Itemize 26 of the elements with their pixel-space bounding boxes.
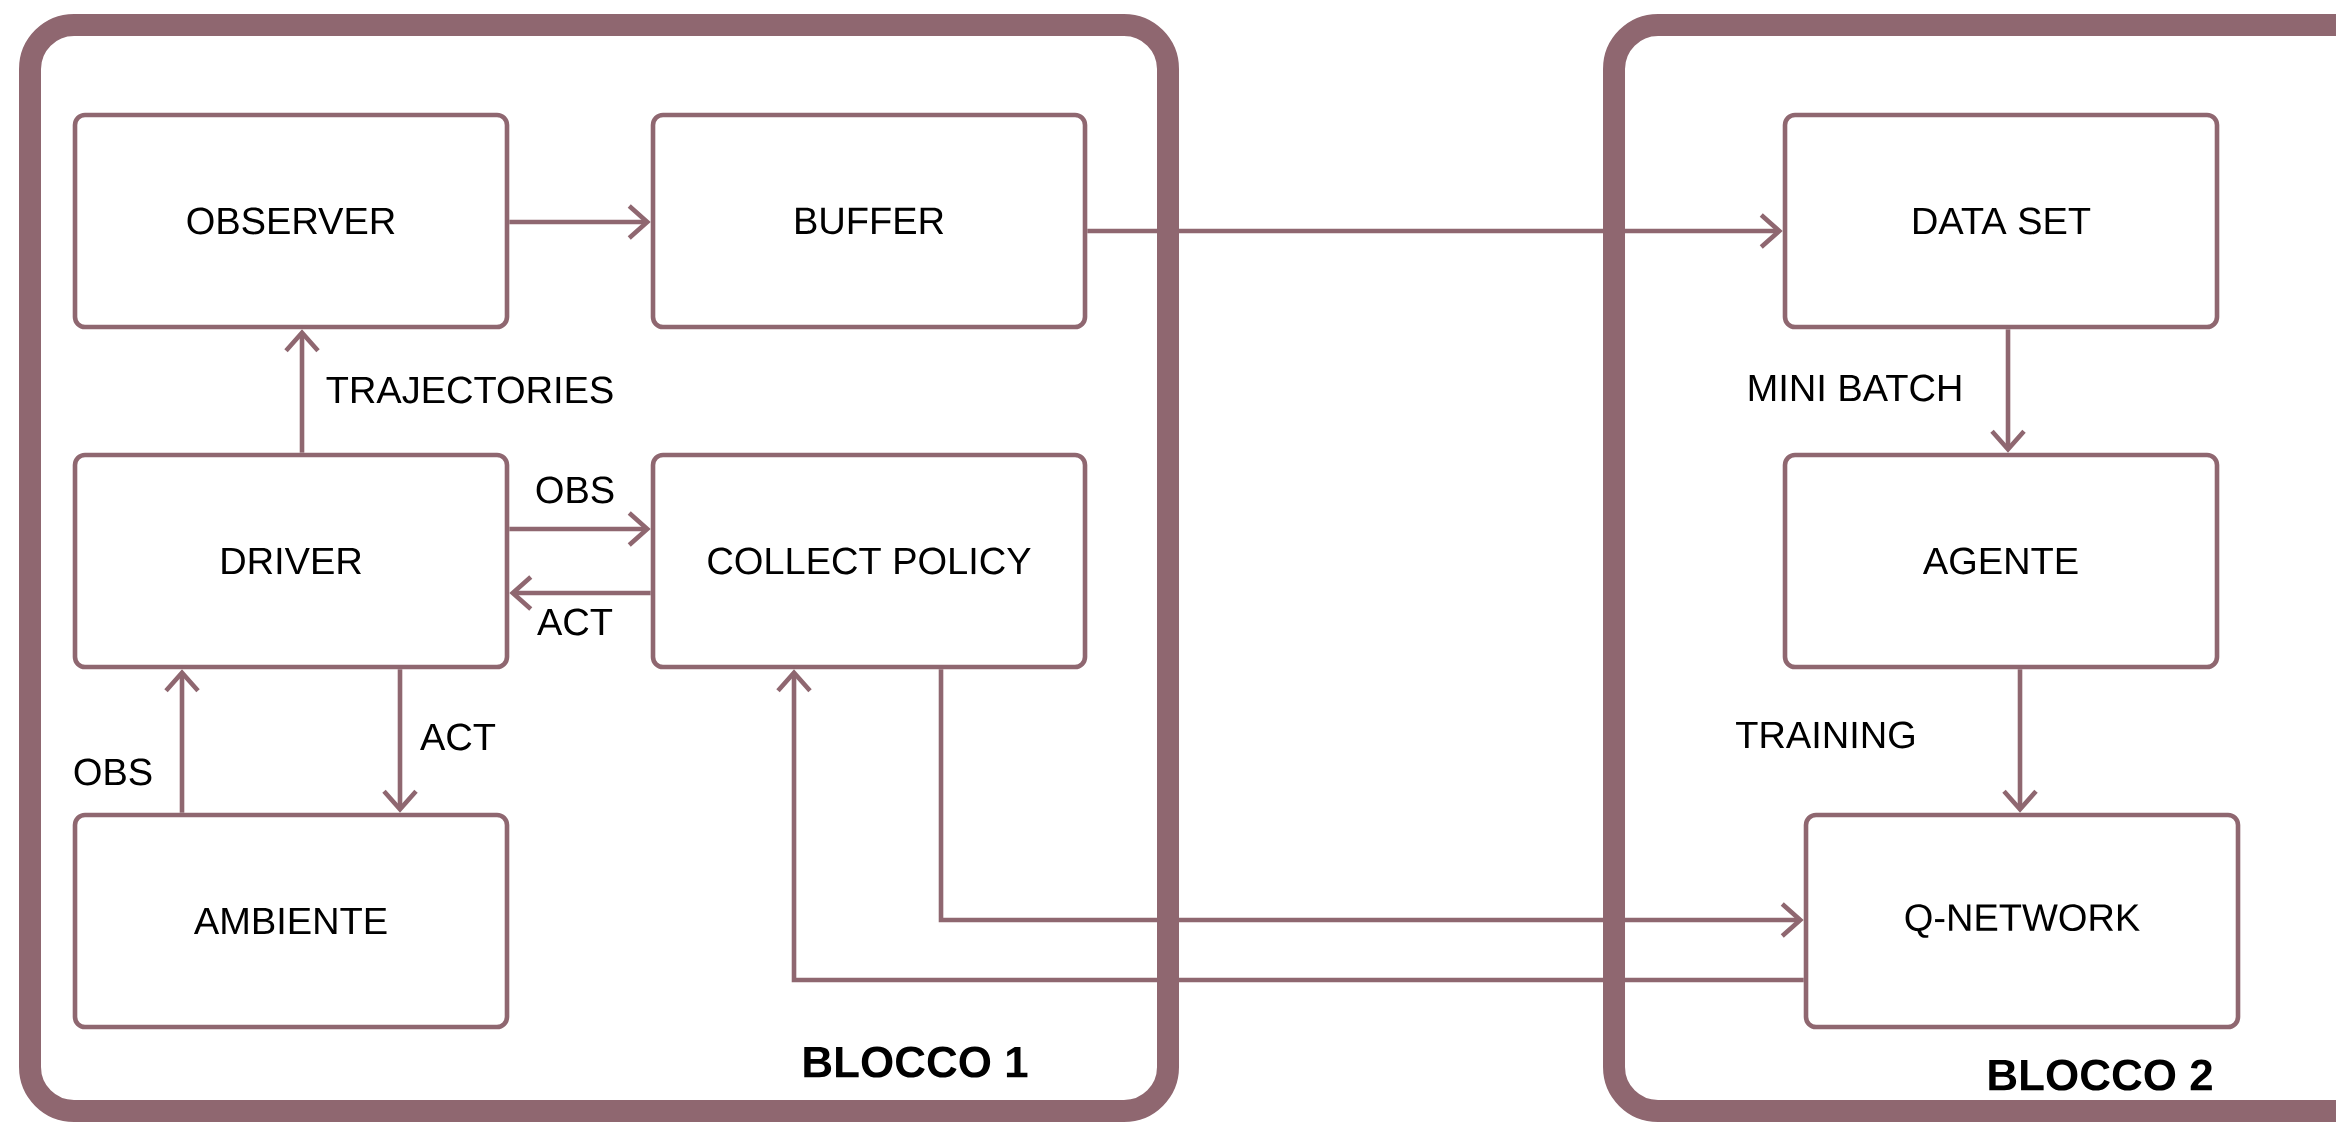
arrow xyxy=(776,669,1804,983)
arrow xyxy=(2002,669,2038,813)
edge-label: OBS xyxy=(70,756,156,788)
arrow xyxy=(1087,213,1783,249)
arrow xyxy=(509,575,651,611)
process-box: COLLECT POLICY xyxy=(650,452,1088,670)
process-box: AMBIENTE xyxy=(72,812,510,1030)
arrow xyxy=(509,204,651,240)
arrow xyxy=(1990,329,2026,453)
process-box: Q-NETWORK xyxy=(1803,812,2241,1030)
process-box: AGENTE xyxy=(1782,452,2220,670)
process-box: BUFFER xyxy=(650,112,1088,330)
arrow xyxy=(938,669,1804,938)
arrow xyxy=(382,669,418,813)
edge-label: ACT xyxy=(535,606,615,638)
edge-label: OBS xyxy=(532,474,618,506)
edge-label: TRAINING xyxy=(1733,719,1919,751)
arrow xyxy=(164,669,200,813)
arrow xyxy=(509,511,651,547)
edge-label: ACT xyxy=(418,721,498,753)
process-box: OBSERVER xyxy=(72,112,510,330)
edge-label: TRAJECTORIES xyxy=(323,374,617,406)
edge-label: MINI BATCH xyxy=(1744,372,1966,404)
process-box: DATA SET xyxy=(1782,112,2220,330)
arrow xyxy=(284,329,320,453)
process-box: DRIVER xyxy=(72,452,510,670)
